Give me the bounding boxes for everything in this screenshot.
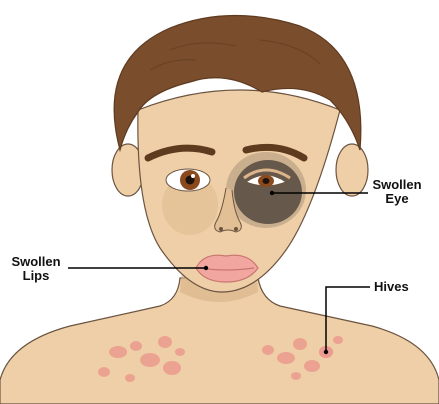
left-eye-highlight xyxy=(191,174,195,178)
hives-leader-dot xyxy=(324,350,328,354)
swollen-lips-label-line2: Lips xyxy=(6,269,66,283)
swollen-eye-leader-dot xyxy=(270,191,274,195)
right-nostril xyxy=(234,227,238,231)
left-nostril xyxy=(219,227,223,231)
swollen-eye-bruise-edge xyxy=(226,152,306,228)
swollen-lips-label: Swollen Lips xyxy=(6,255,66,283)
swollen-eye-label: Swollen Eye xyxy=(368,178,426,206)
swollen-eye-label-line1: Swollen xyxy=(368,178,426,192)
right-ear xyxy=(336,144,368,196)
swollen-lips-leader-dot xyxy=(204,266,208,270)
swollen-lips-label-line1: Swollen xyxy=(6,255,66,269)
right-eye-pupil xyxy=(263,178,270,184)
hives-label: Hives xyxy=(374,280,424,294)
swollen-eye-label-line2: Eye xyxy=(368,192,426,206)
